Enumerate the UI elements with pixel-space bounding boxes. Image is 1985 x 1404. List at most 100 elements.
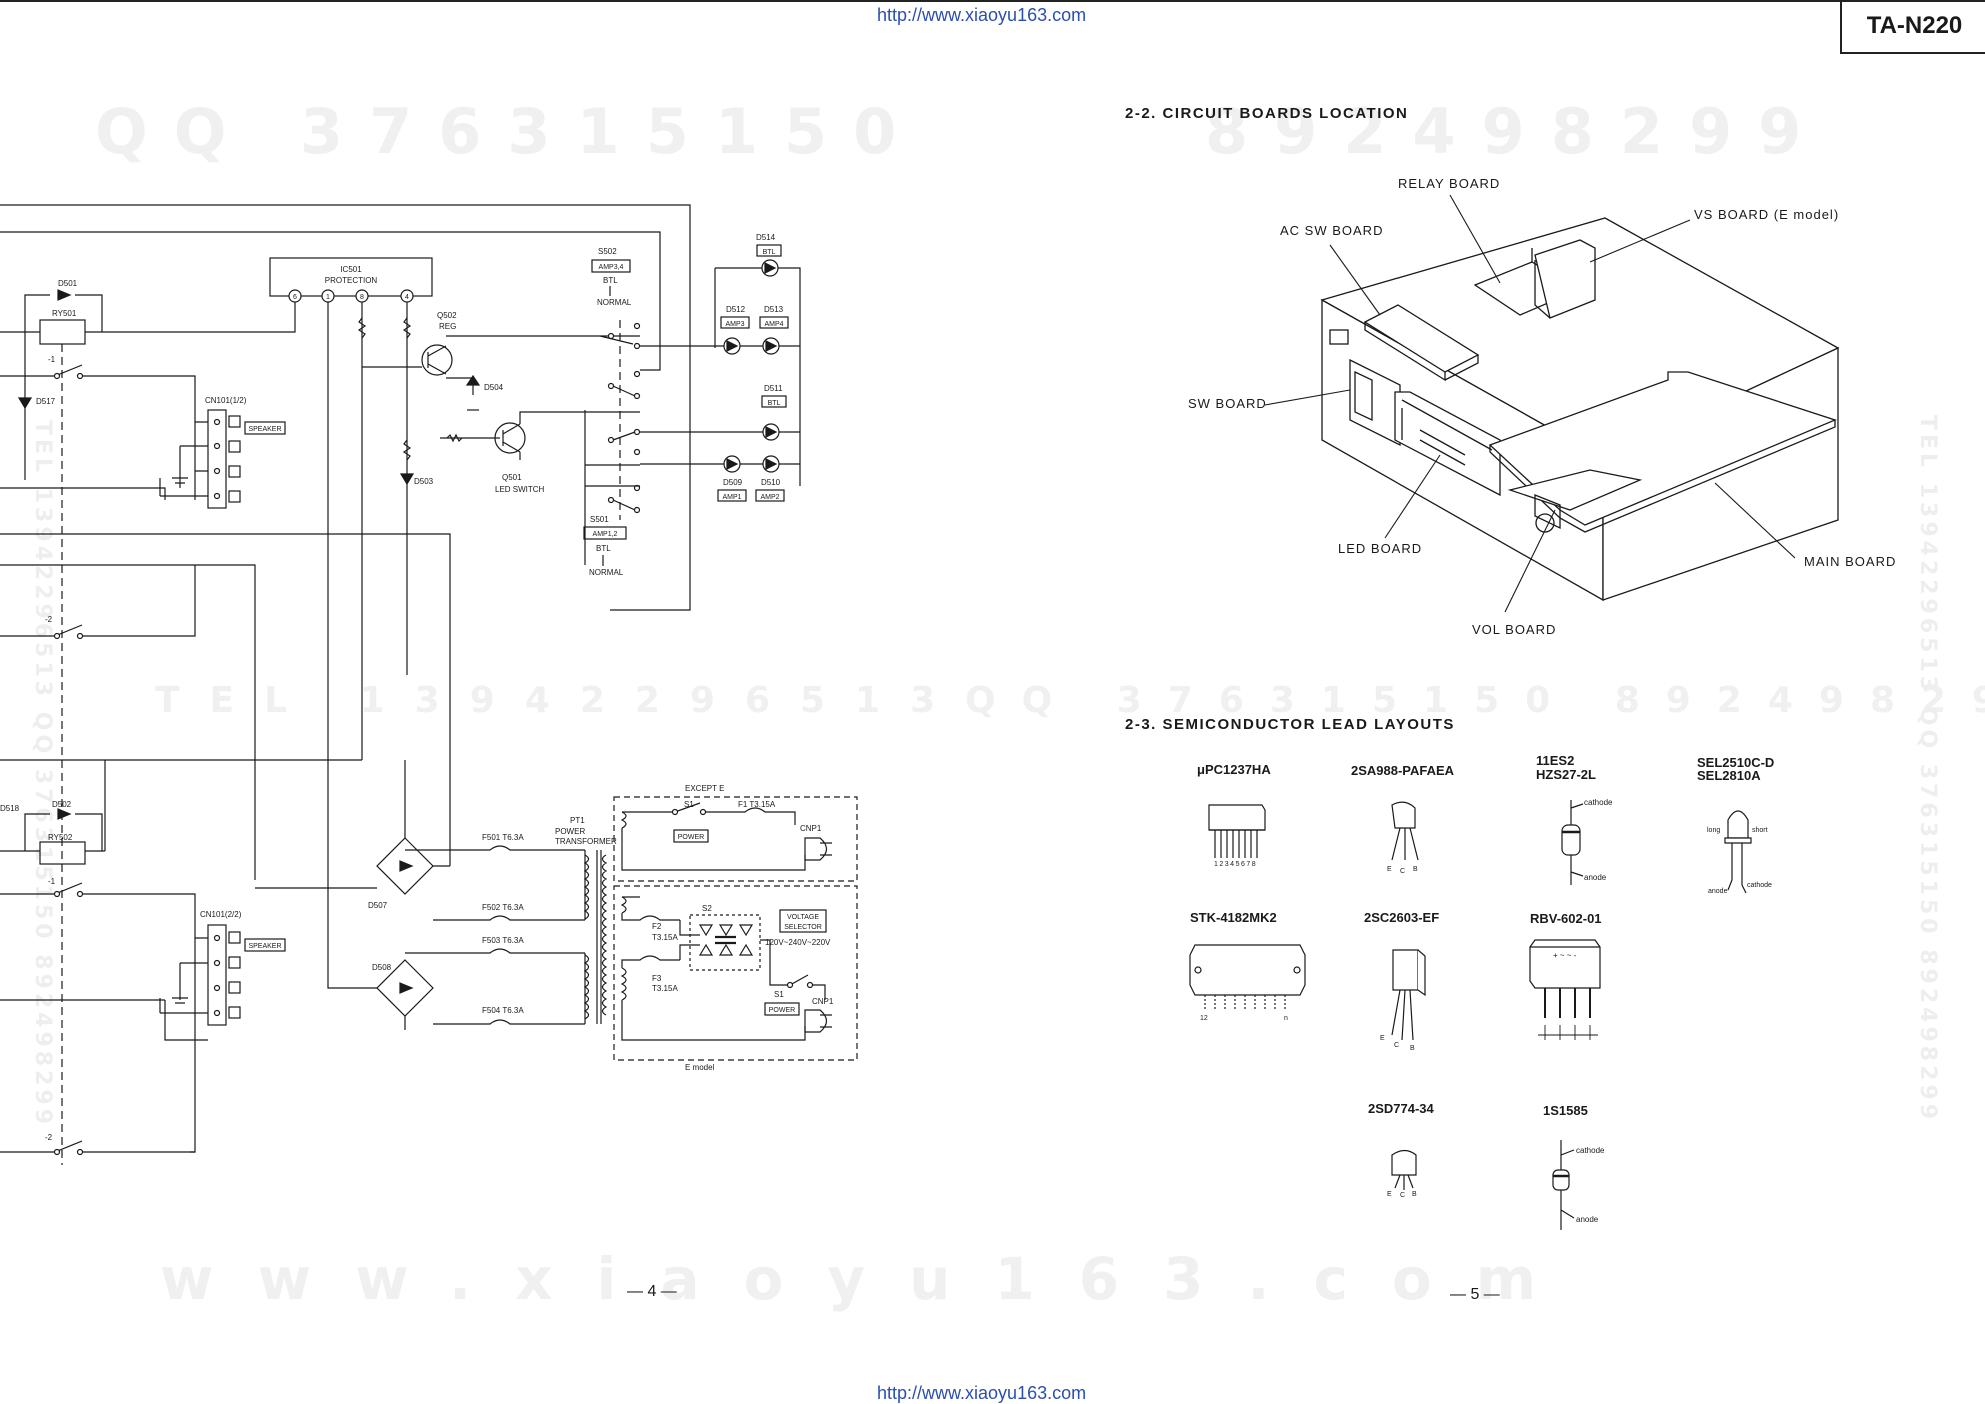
voltages-label: 120V~240V~220V — [765, 938, 831, 947]
d513-label: D513 — [764, 305, 784, 314]
cnp1-label-2: CNP1 — [812, 997, 834, 1006]
d504-label: D504 — [484, 383, 504, 392]
svg-text:E: E — [1387, 1191, 1392, 1198]
s1-label: S1 — [684, 800, 694, 809]
s502-label: S502 — [598, 247, 617, 256]
svg-text:BTL: BTL — [603, 276, 618, 285]
svg-text:T3.15A: T3.15A — [652, 984, 678, 993]
part-hzs27: HZS27-2L — [1536, 767, 1596, 782]
ry502-label: RY502 — [48, 833, 73, 842]
svg-text:E: E — [1387, 866, 1392, 873]
s501-label: S501 — [590, 515, 609, 524]
svg-text:-2: -2 — [45, 615, 53, 624]
s2-label: S2 — [702, 904, 712, 913]
svg-text:AMP1,2: AMP1,2 — [593, 531, 618, 538]
svg-text:anode: anode — [1584, 873, 1607, 882]
main-board-label: MAIN BOARD — [1804, 554, 1897, 569]
svg-text:cathode: cathode — [1576, 1146, 1605, 1155]
sw-board-label: SW BOARD — [1188, 396, 1267, 411]
e-model-label: E model — [685, 1063, 715, 1072]
d511-label: D511 — [764, 384, 783, 393]
svg-text:B: B — [1413, 866, 1418, 873]
f503-label: F503 T6.3A — [482, 936, 524, 945]
svg-text:NORMAL: NORMAL — [597, 298, 632, 307]
except-e-label: EXCEPT E — [685, 784, 724, 793]
watermark-qq-right: 892498299 — [1205, 95, 1828, 168]
svg-text:BTL: BTL — [596, 544, 611, 553]
svg-text:T3.15A: T3.15A — [652, 933, 678, 942]
svg-text:AMP4: AMP4 — [764, 321, 783, 328]
pt1-sublabel-2: TRANSFORMER — [555, 837, 617, 846]
ac-sw-board-label: AC SW BOARD — [1280, 223, 1384, 238]
svg-text:12: 12 — [1200, 1015, 1208, 1022]
d507-label: D507 — [368, 901, 388, 910]
svg-text:NORMAL: NORMAL — [589, 568, 624, 577]
speaker-label-2: SPEAKER — [248, 943, 281, 950]
svg-text:long: long — [1707, 827, 1720, 834]
d503-label: D503 — [414, 477, 434, 486]
svg-text:C: C — [1400, 868, 1405, 875]
svg-text:AMP3: AMP3 — [725, 321, 744, 328]
svg-text:+ ~ ~ -: + ~ ~ - — [1553, 951, 1577, 960]
d517-label: D517 — [36, 397, 56, 406]
voltage-label: VOLTAGE — [787, 914, 819, 921]
top-rule — [0, 0, 1985, 2]
svg-text:BTL: BTL — [768, 400, 781, 407]
part-rbv602: RBV-602-01 — [1530, 911, 1602, 926]
model-number: TA-N220 — [1840, 0, 1985, 54]
page-number-right: — 5 — — [1450, 1286, 1500, 1303]
svg-text:AMP3,4: AMP3,4 — [599, 264, 624, 271]
pt1-label: PT1 — [570, 816, 585, 825]
selector-label: SELECTOR — [784, 924, 822, 931]
f502-label: F502 T6.3A — [482, 903, 524, 912]
svg-text:1: 1 — [326, 294, 330, 301]
page-number-left: — 4 — — [627, 1283, 677, 1300]
svg-text:-1: -1 — [48, 355, 56, 364]
q502-sublabel: REG — [439, 322, 456, 331]
cn101-2-label: CN101(2/2) — [200, 910, 242, 919]
f3-label: F3 — [652, 974, 662, 983]
semiconductor-lead-drawings: 12345678 E C B cathode anode long short … — [1189, 798, 1772, 1230]
relay-board-label: RELAY BOARD — [1398, 176, 1501, 191]
circuit-boards-illustration — [1264, 194, 1840, 613]
q502-label: Q502 — [437, 311, 457, 320]
watermark-web: www.xiaoyu163.com — [160, 1245, 1581, 1313]
power-label-1: POWER — [678, 834, 704, 841]
d510-label: D510 — [761, 478, 781, 487]
speaker-label-1: SPEAKER — [248, 426, 281, 433]
svg-text:-1: -1 — [48, 877, 56, 886]
part-sel2810a: SEL2810A — [1697, 768, 1761, 783]
svg-text:6: 6 — [293, 294, 297, 301]
watermark-qq-center: QQ 376315150 892498299 — [965, 680, 1985, 721]
cnp1-label-1: CNP1 — [800, 824, 822, 833]
svg-text:anode: anode — [1576, 1215, 1599, 1224]
part-sel2510c: SEL2510C-D — [1697, 755, 1775, 770]
svg-text:BTL: BTL — [763, 249, 776, 256]
watermark-tel-center: TEL 13942296513 — [155, 680, 966, 721]
part-11es2: 11ES2 — [1536, 753, 1575, 768]
footer-url-link[interactable]: http://www.xiaoyu163.com — [877, 1383, 1087, 1403]
svg-text:B: B — [1410, 1045, 1415, 1052]
d501-label: D501 — [58, 279, 78, 288]
svg-text:E: E — [1380, 1035, 1385, 1042]
power-label-2: POWER — [769, 1007, 795, 1014]
svg-text:anode: anode — [1708, 888, 1728, 895]
header-url-link[interactable]: http://www.xiaoyu163.com — [877, 5, 1087, 25]
cn101-1-label: CN101(1/2) — [205, 396, 247, 405]
svg-text:cathode: cathode — [1747, 882, 1772, 889]
upc-pins — [1214, 830, 1258, 858]
vs-board-label: VS BOARD (E model) — [1694, 207, 1840, 222]
d502-label: D502 — [52, 800, 72, 809]
f501-label: F501 T6.3A — [482, 833, 524, 842]
part-1s1585: 1S1585 — [1543, 1103, 1588, 1118]
svg-text:C: C — [1394, 1042, 1399, 1049]
q501-label: Q501 — [502, 473, 522, 482]
led-board-label: LED BOARD — [1338, 541, 1423, 556]
svg-text:AMP1: AMP1 — [722, 494, 741, 501]
d509-label: D509 — [723, 478, 743, 487]
schematic-diagram: IC501 PROTECTION 6 1 8 4 D501 RY501 D517… — [0, 204, 858, 1165]
svg-text:-2: -2 — [45, 1133, 53, 1142]
section-2-2-title: 2-2. CIRCUIT BOARDS LOCATION — [1125, 105, 1409, 122]
watermark-vertical-right: TEL 13942296513 QQ 376315150 892498299 — [1915, 415, 1940, 1124]
part-2sa988: 2SA988-PAFAEA — [1351, 763, 1455, 778]
